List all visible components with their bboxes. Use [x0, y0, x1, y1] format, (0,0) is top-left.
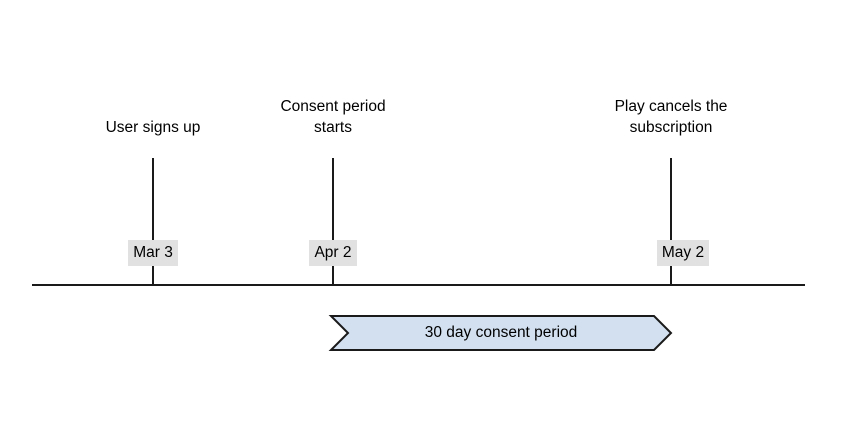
- event-date-text: Mar 3: [128, 240, 178, 266]
- chevron-arrow-icon: [328, 315, 673, 351]
- event-marker-line: [152, 158, 154, 285]
- event-date-label: Apr 2: [273, 240, 393, 266]
- event-caption: Consent period starts: [280, 98, 386, 136]
- timeline-axis: [32, 284, 805, 286]
- event-date-label: Mar 3: [93, 240, 213, 266]
- event-date-text: May 2: [656, 240, 710, 266]
- event-date-label: May 2: [623, 240, 743, 266]
- event-date-text: Apr 2: [309, 240, 357, 266]
- event-marker-line: [670, 158, 672, 285]
- event-caption: User signs up: [105, 119, 201, 136]
- consent-period-banner: 30 day consent period: [328, 315, 673, 351]
- event-caption: Play cancels the subscription: [614, 98, 728, 136]
- event-marker-line: [332, 158, 334, 285]
